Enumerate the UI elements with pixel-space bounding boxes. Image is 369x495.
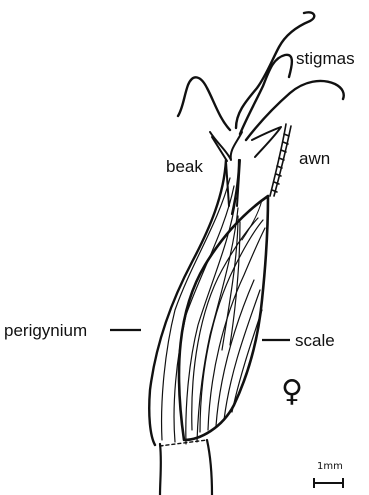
perigynium-label: perigynium <box>4 321 87 340</box>
scale-bar: 1mm <box>314 461 343 488</box>
beak-label: beak <box>166 157 203 176</box>
scale-drawing <box>179 196 268 440</box>
scale-label: scale <box>295 331 335 350</box>
stigmas-drawing <box>178 12 344 140</box>
scale-bar-label: 1mm <box>317 461 343 472</box>
female-symbol: ♀ <box>281 374 303 409</box>
awn-label: awn <box>299 149 330 168</box>
stalk-drawing <box>160 440 212 495</box>
stigmas-label: stigmas <box>296 49 355 68</box>
awn-drawing <box>270 124 291 196</box>
